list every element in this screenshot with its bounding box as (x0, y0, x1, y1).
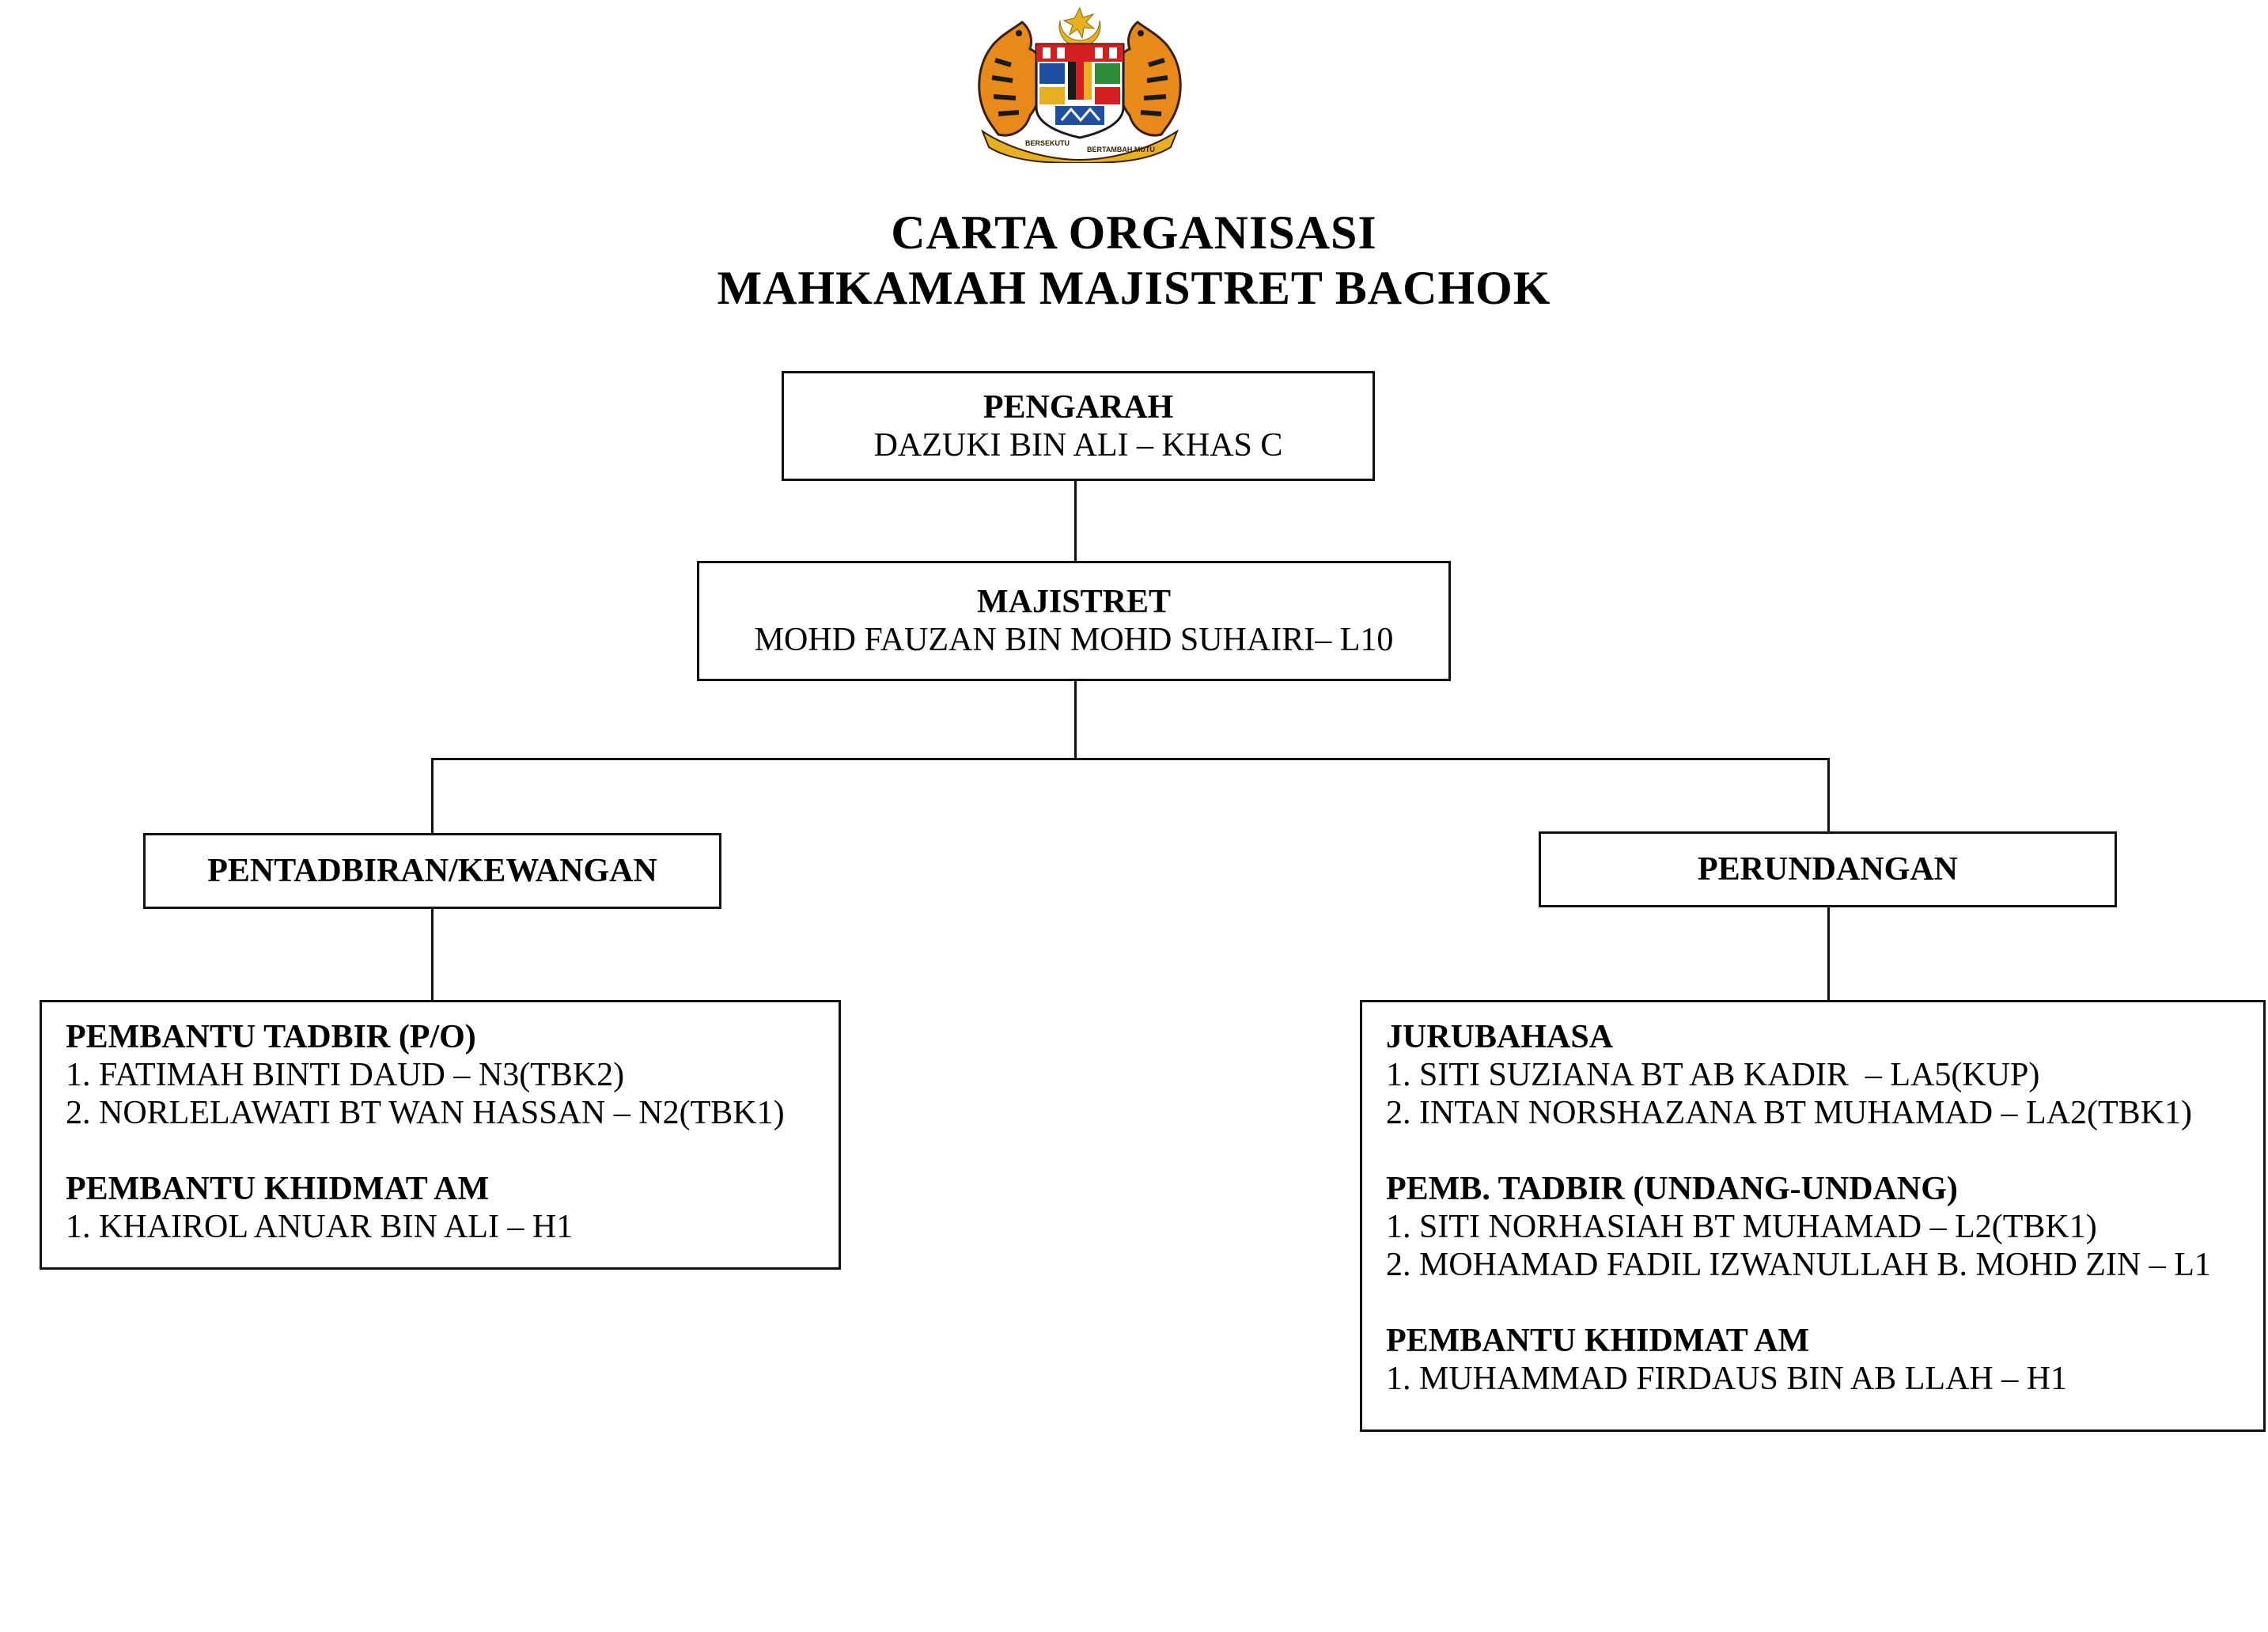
right-tiger-icon (1118, 21, 1182, 137)
banner-left-text: BERSEKUTU (1025, 139, 1070, 147)
connector-left-down (431, 758, 434, 834)
motto-banner: BERSEKUTU BERTAMBAH MUTU (980, 129, 1179, 163)
group-heading: JURUBAHASA (1386, 1019, 1614, 1055)
majistret-heading: MAJISTRET (976, 584, 1172, 620)
banner-right-text: BERTAMBAH MUTU (1087, 146, 1155, 153)
pengarah-heading: PENGARAH (983, 388, 1174, 426)
group-heading: PEMB. TADBIR (UNDANG-UNDANG) (1386, 1171, 1958, 1207)
pengarah-name: DAZUKI BIN ALI – KHAS C (873, 426, 1283, 464)
connector-right-to-list (1827, 907, 1830, 1002)
perundangan-box: PERUNDANGAN (1539, 831, 2117, 907)
staff-list-item: 1. FATIMAH BINTI DAUD – N3(TBK2) (66, 1057, 625, 1093)
majistret-name: MOHD FAUZAN BIN MOHD SUHAIRI– L10 (754, 622, 1394, 658)
staff-list-item: 1. SITI SUZIANA BT AB KADIR – LA5(KUP) (1386, 1057, 2040, 1093)
majistret-box: MAJISTRET MOHD FAUZAN BIN MOHD SUHAIRI– … (697, 561, 1451, 681)
staff-list-item: 2. NORLELAWATI BT WAN HASSAN – N2(TBK1) (66, 1095, 785, 1131)
chart-title-line1: CARTA ORGANISASI (891, 206, 1377, 259)
connector-horizontal (431, 758, 1830, 760)
pentadbiran-kewangan-box: PENTADBIRAN/KEWANGAN (143, 833, 721, 909)
connector-majistret-down (1074, 680, 1077, 759)
staff-list-item: 1. SITI NORHASIAH BT MUHAMAD – L2(TBK1) (1386, 1209, 2097, 1245)
left-tiger-icon (978, 21, 1042, 137)
staff-list-item: 2. INTAN NORSHAZANA BT MUHAMAD – LA2(TBK… (1386, 1095, 2193, 1131)
connector-pengarah-majistret (1074, 479, 1077, 562)
staff-list-item: 2. MOHAMAD FADIL IZWANULLAH B. MOHD ZIN … (1386, 1247, 2211, 1283)
group-heading: PEMBANTU TADBIR (P/O) (66, 1019, 476, 1055)
shield-icon (1035, 43, 1125, 139)
pengarah-box: PENGARAH DAZUKI BIN ALI – KHAS C (782, 371, 1375, 481)
perundangan-heading: PERUNDANGAN (1698, 851, 1958, 888)
chart-title-line2: MAHKAMAH MAJISTRET BACHOK (717, 262, 1551, 314)
left-staff-list-box: PEMBANTU TADBIR (P/O) 1. FATIMAH BINTI D… (40, 1000, 841, 1270)
staff-list-item: 1. KHAIROL ANUAR BIN ALI – H1 (66, 1209, 574, 1245)
pentadbiran-kewangan-heading: PENTADBIRAN/KEWANGAN (207, 853, 657, 889)
connector-right-down (1827, 758, 1830, 834)
star-crescent-icon (1058, 6, 1101, 47)
right-staff-list-box: JURUBAHASA 1. SITI SUZIANA BT AB KADIR –… (1360, 1000, 2266, 1432)
group-heading: PEMBANTU KHIDMAT AM (66, 1171, 490, 1207)
group-heading: PEMBANTU KHIDMAT AM (1386, 1323, 1810, 1359)
malaysia-coat-of-arms-logo: BERSEKUTU BERTAMBAH MUTU (978, 6, 1182, 163)
staff-list-item: 1. MUHAMMAD FIRDAUS BIN AB LLAH – H1 (1386, 1361, 2068, 1397)
connector-left-to-list (431, 908, 434, 1002)
